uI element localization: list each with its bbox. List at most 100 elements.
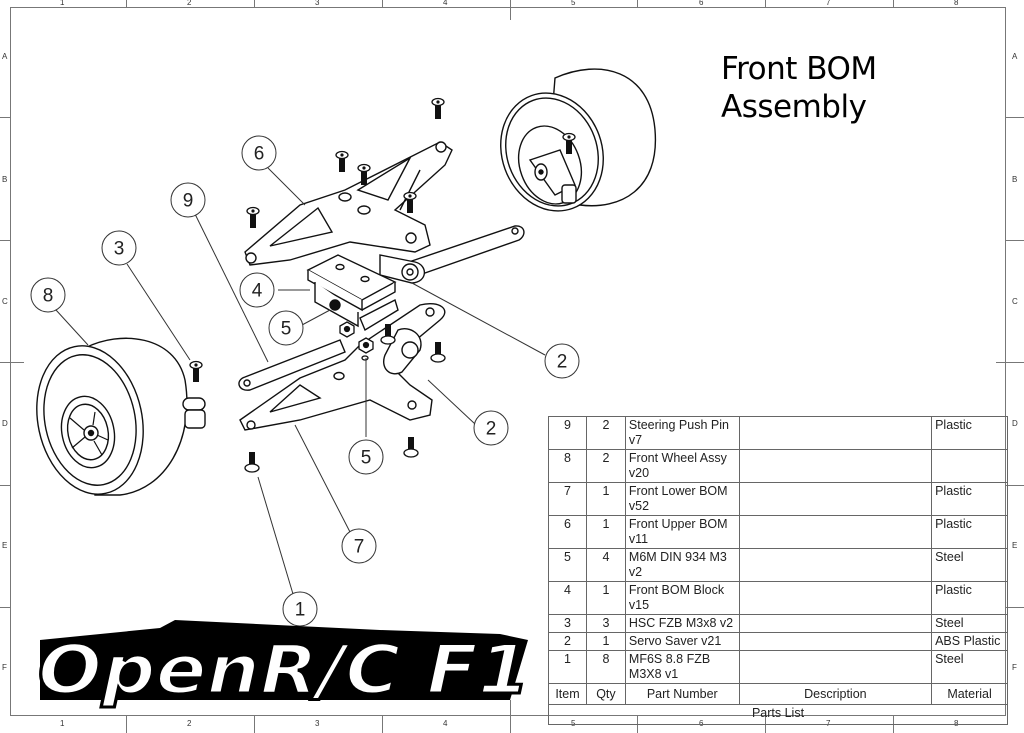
drawing-title-line2: Assembly bbox=[721, 89, 867, 125]
servo-saver-upper bbox=[379, 254, 426, 284]
balloon-3: 3 bbox=[101, 230, 137, 266]
cell-description bbox=[738, 650, 933, 684]
balloon-4: 4 bbox=[239, 272, 275, 308]
cell-part-number: Front BOM Block v15 bbox=[624, 581, 740, 615]
screw-icon bbox=[189, 360, 203, 383]
zone-row-b: B bbox=[2, 175, 8, 184]
right-wheel bbox=[500, 68, 657, 212]
parts-list-title-row: Parts List bbox=[548, 704, 1008, 725]
cell-description bbox=[738, 632, 933, 651]
zone-row-c: C bbox=[2, 297, 8, 306]
zone-col-4-bottom: 4 bbox=[443, 719, 448, 728]
cell-item: 6 bbox=[548, 515, 587, 549]
svg-text:1: 1 bbox=[295, 600, 306, 621]
svg-text:7: 7 bbox=[354, 537, 365, 558]
drawing-title-line1: Front BOM bbox=[721, 51, 877, 87]
cell-item: 5 bbox=[548, 548, 587, 582]
cell-item: 8 bbox=[548, 449, 587, 483]
cell-item: 9 bbox=[548, 416, 587, 450]
cell-material: Steel bbox=[931, 650, 1008, 684]
cell-part-number: Servo Saver v21 bbox=[624, 632, 740, 651]
header-part-number: Part Number bbox=[624, 683, 740, 705]
steering-push-pin bbox=[238, 225, 525, 391]
cell-material: Plastic bbox=[931, 581, 1008, 615]
cell-qty: 1 bbox=[585, 581, 626, 615]
cell-material: Plastic bbox=[931, 482, 1008, 516]
screw-icon bbox=[403, 191, 417, 214]
zone-col-4: 4 bbox=[443, 0, 448, 7]
cell-description bbox=[738, 581, 933, 615]
parts-list-header: Item Qty Part Number Description Materia… bbox=[548, 683, 1008, 705]
drawing-title: Front BOM Assembly bbox=[721, 50, 877, 126]
svg-text:5: 5 bbox=[361, 448, 372, 469]
lower-bom-plate bbox=[239, 303, 446, 431]
cell-item: 2 bbox=[548, 632, 587, 651]
cell-item: 1 bbox=[548, 650, 587, 684]
zone-col-1-bottom: 1 bbox=[60, 719, 65, 728]
cell-material: Steel bbox=[931, 548, 1008, 582]
sheet-border bbox=[10, 7, 1006, 716]
header-item: Item bbox=[548, 683, 587, 705]
cell-qty: 1 bbox=[585, 632, 626, 651]
zone-row-d: D bbox=[2, 419, 8, 428]
zone-col-3-bottom: 3 bbox=[315, 719, 320, 728]
zone-row-c-right: C bbox=[1012, 297, 1018, 306]
balloon-8: 8 bbox=[30, 277, 66, 313]
cell-item: 3 bbox=[548, 614, 587, 633]
cell-qty: 3 bbox=[585, 614, 626, 633]
balloon-1: 1 bbox=[282, 591, 318, 627]
cell-qty: 1 bbox=[585, 515, 626, 549]
balloon-2-lower: 2 bbox=[473, 410, 509, 446]
zone-col-2-bottom: 2 bbox=[187, 719, 192, 728]
cell-material: Plastic bbox=[931, 416, 1008, 450]
zone-row-f: F bbox=[2, 663, 7, 672]
screw-icon bbox=[430, 341, 446, 363]
cell-description bbox=[738, 614, 933, 633]
cell-item: 4 bbox=[548, 581, 587, 615]
left-wheel bbox=[36, 337, 206, 496]
cell-qty: 4 bbox=[585, 548, 626, 582]
balloon-6: 6 bbox=[241, 135, 277, 171]
zone-row-a-right: A bbox=[1012, 52, 1018, 61]
cell-material: Steel bbox=[931, 614, 1008, 633]
zone-col-2: 2 bbox=[187, 0, 192, 7]
parts-list-title: Parts List bbox=[548, 704, 1008, 725]
cell-part-number: MF6S 8.8 FZB M3X8 v1 bbox=[624, 650, 740, 684]
cell-part-number: HSC FZB M3x8 v2 bbox=[624, 614, 740, 633]
cell-description bbox=[738, 515, 933, 549]
cell-material: ABS Plastic bbox=[931, 632, 1008, 651]
zone-row-e-right: E bbox=[1012, 541, 1018, 550]
svg-text:6: 6 bbox=[254, 144, 265, 165]
nut-icon bbox=[339, 321, 374, 361]
cell-part-number: Front Upper BOM v11 bbox=[624, 515, 740, 549]
balloon-5-lower: 5 bbox=[348, 439, 384, 475]
cell-item: 7 bbox=[548, 482, 587, 516]
zone-col-7: 7 bbox=[826, 0, 831, 7]
zone-row-a: A bbox=[2, 52, 8, 61]
screw-icon bbox=[403, 436, 419, 458]
balloon-5-upper: 5 bbox=[268, 310, 304, 346]
cell-qty: 8 bbox=[585, 650, 626, 684]
cell-part-number: Front Wheel Assy v20 bbox=[624, 449, 740, 483]
screw-icon bbox=[244, 451, 260, 473]
balloon-9: 9 bbox=[170, 182, 206, 218]
cell-part-number: Front Lower BOM v52 bbox=[624, 482, 740, 516]
header-qty: Qty bbox=[585, 683, 626, 705]
cell-description bbox=[738, 416, 933, 450]
header-material: Material bbox=[931, 683, 1008, 705]
cell-qty: 1 bbox=[585, 482, 626, 516]
cell-part-number: M6M DIN 934 M3 v2 bbox=[624, 548, 740, 582]
leader-lines bbox=[55, 167, 546, 595]
svg-text:8: 8 bbox=[43, 286, 54, 307]
zone-col-6: 6 bbox=[699, 0, 704, 7]
cell-description bbox=[738, 449, 933, 483]
zone-row-e: E bbox=[2, 541, 8, 550]
